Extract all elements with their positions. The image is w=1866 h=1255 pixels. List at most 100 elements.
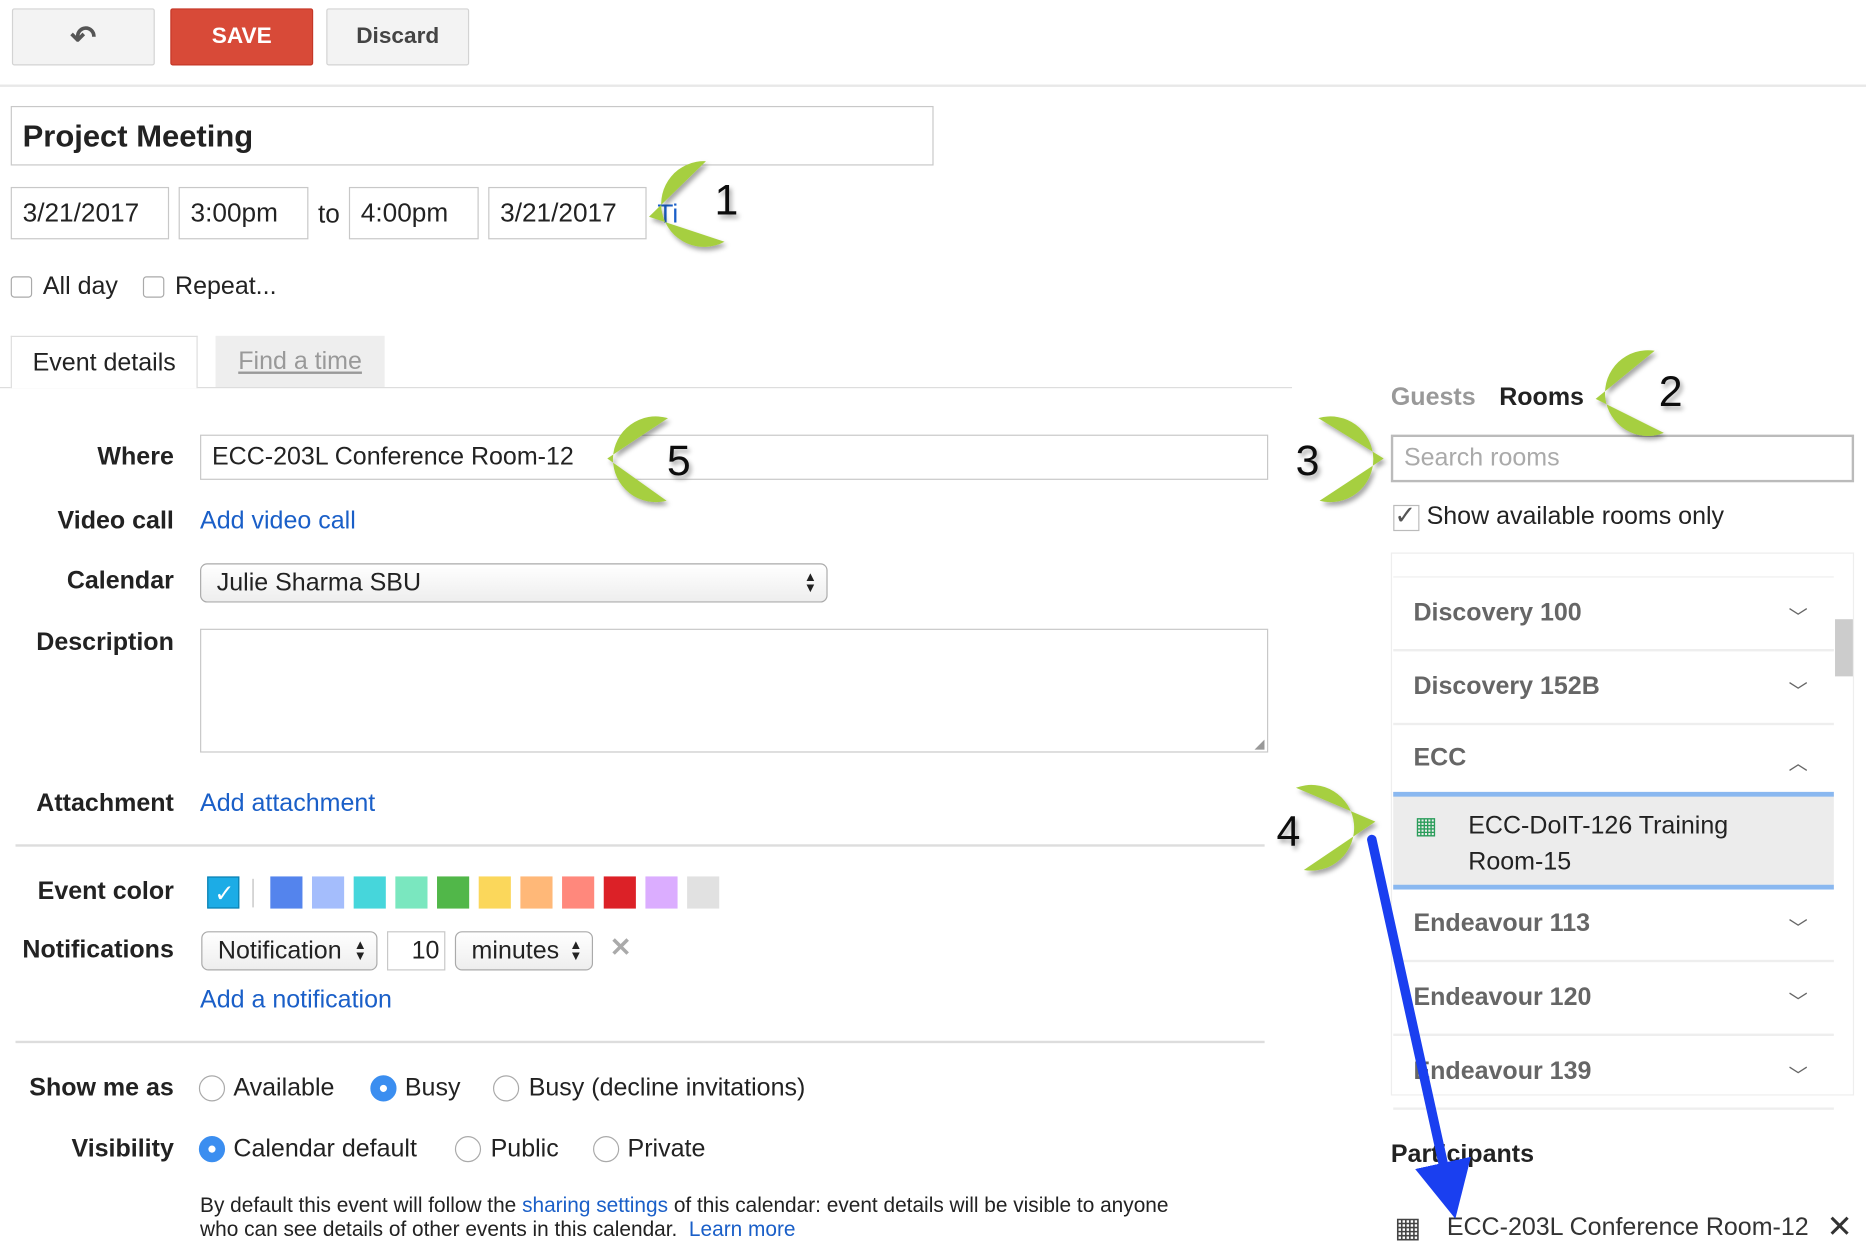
attachment-label: Attachment <box>36 789 174 817</box>
resize-handle-icon[interactable]: ◢ <box>1254 737 1265 752</box>
color-swatch[interactable] <box>520 876 553 909</box>
add-video-call-link[interactable]: Add video call <box>200 507 356 535</box>
radio-public[interactable] <box>454 1136 482 1163</box>
callout-3: 3 <box>1296 416 1384 503</box>
color-swatch[interactable] <box>437 876 470 909</box>
description-textarea[interactable]: ◢ <box>200 628 1269 753</box>
chevron-down-icon[interactable]: ﹀ <box>1788 608 1808 629</box>
notification-amount-input[interactable]: 10 <box>387 931 446 971</box>
callout-2: 2 <box>1595 350 1683 436</box>
chevron-down-icon[interactable]: ﹀ <box>1788 1066 1808 1088</box>
callout-4: 4 <box>1277 784 1376 871</box>
color-swatch[interactable] <box>687 876 720 909</box>
color-swatch-selected[interactable]: ✓ <box>207 876 240 909</box>
remove-participant-icon[interactable]: ✕ <box>1826 1208 1853 1245</box>
private-label: Private <box>627 1134 706 1163</box>
save-button[interactable]: SAVE <box>170 8 314 66</box>
radio-private[interactable] <box>593 1136 620 1163</box>
sharing-settings-link[interactable]: sharing settings <box>522 1193 669 1217</box>
room-group-name: Discovery 152B <box>1413 672 1600 701</box>
radio-busy[interactable] <box>370 1075 397 1102</box>
color-swatch[interactable] <box>645 876 678 909</box>
updown-icon: ▲▼ <box>569 937 583 963</box>
tab-guests[interactable]: Guests <box>1390 383 1476 411</box>
room-group[interactable]: Discovery 152B ﹀ <box>1393 651 1834 726</box>
calendar-label: Calendar <box>66 566 174 595</box>
chevron-down-icon[interactable]: ﹀ <box>1788 993 1808 1014</box>
note-text: By default this event will follow the <box>200 1193 523 1217</box>
rooms-list <box>1390 552 1855 1096</box>
divider <box>15 844 1265 847</box>
notification-type-select[interactable]: Notification▲▼ <box>201 931 378 971</box>
available-only-checkbox[interactable]: ✓ <box>1393 502 1420 532</box>
color-swatch[interactable] <box>603 876 636 909</box>
end-date-input[interactable]: 3/21/2017 <box>488 186 647 240</box>
chevron-down-icon[interactable]: ﹀ <box>1788 682 1808 703</box>
notification-unit-select[interactable]: minutes ▲▼ <box>454 931 594 971</box>
available-label: Available <box>233 1074 335 1102</box>
room-group[interactable]: Discovery 100 ﹀ <box>1393 578 1834 652</box>
radio-available[interactable] <box>198 1075 226 1102</box>
room-group[interactable]: Endeavour 113﹀ <box>1393 888 1834 963</box>
color-swatch[interactable] <box>478 876 511 909</box>
scrollbar-thumb[interactable] <box>1835 619 1853 677</box>
calendar-value: Julie Sharma SBU <box>216 568 422 596</box>
updown-icon: ▲▼ <box>803 569 817 595</box>
visibility-label: Visibility <box>71 1134 174 1163</box>
where-input[interactable]: ECC-203L Conference Room-12 <box>200 434 1269 480</box>
remove-notification-icon[interactable]: ✕ <box>609 932 632 963</box>
discard-button[interactable]: Discard <box>326 8 470 66</box>
color-swatch[interactable] <box>311 876 345 909</box>
note-text: of this calendar: event details will be … <box>668 1193 1169 1217</box>
room-group-name: Endeavour 120 <box>1413 983 1592 1011</box>
available-only-label: Show available rooms only <box>1426 502 1725 530</box>
updown-icon: ▲▼ <box>353 937 367 963</box>
color-swatch[interactable] <box>270 876 303 909</box>
all-day-checkbox[interactable] <box>10 276 33 298</box>
room-group[interactable]: ECC ︿ <box>1393 723 1834 797</box>
room-group[interactable]: Endeavour 120 ﹀ <box>1393 962 1834 1036</box>
event-color-label: Event color <box>37 877 174 906</box>
where-label: Where <box>97 442 174 471</box>
tab-find-a-time[interactable]: Find a time <box>215 335 385 388</box>
room-group-name: Discovery 100 <box>1413 598 1582 627</box>
divider <box>15 1040 1265 1044</box>
radio-busy-decline[interactable] <box>492 1075 520 1102</box>
room-group-name: Endeavour 139 <box>1413 1057 1592 1085</box>
tab-event-details[interactable]: Event details <box>10 335 198 389</box>
description-label: Description <box>36 628 174 657</box>
color-swatch[interactable] <box>395 876 428 909</box>
start-time-input[interactable]: 3:00pm <box>178 186 309 240</box>
notification-unit-value: minutes <box>471 936 560 964</box>
public-label: Public <box>490 1134 559 1163</box>
tab-rooms[interactable]: Rooms <box>1499 383 1584 411</box>
calendar-select[interactable]: Julie Sharma SBU ▲▼ <box>200 563 828 603</box>
search-rooms-input[interactable]: Search rooms <box>1390 434 1855 483</box>
add-notification-link[interactable]: Add a notification <box>200 985 392 1014</box>
event-title-input[interactable]: Project Meeting <box>10 105 934 166</box>
show-me-as-label: Show me as <box>29 1074 174 1102</box>
learn-more-link[interactable]: Learn more <box>688 1216 796 1241</box>
repeat-checkbox[interactable] <box>142 276 165 298</box>
callout-bubble <box>1595 350 1664 436</box>
add-attachment-link[interactable]: Add attachment <box>200 789 376 817</box>
callout-5: 5 <box>607 416 691 503</box>
callout-bubble <box>1318 416 1384 503</box>
chevron-up-icon[interactable]: ︿ <box>1788 753 1808 775</box>
start-date-input[interactable]: 3/21/2017 <box>10 186 170 240</box>
callout-bubble <box>1295 784 1376 871</box>
chevron-down-icon[interactable]: ﹀ <box>1788 919 1808 940</box>
color-swatch[interactable] <box>562 876 595 909</box>
color-swatch[interactable] <box>353 876 386 909</box>
callout-number: 4 <box>1277 807 1301 855</box>
room-group[interactable]: Endeavour 139 ﹀ <box>1393 1036 1834 1110</box>
back-button[interactable]: ↶ <box>11 8 155 66</box>
building-icon: ▦ <box>1414 813 1438 840</box>
room-group-name: ECC <box>1413 744 1467 772</box>
end-time-input[interactable]: 4:00pm <box>348 186 479 240</box>
radio-calendar-default[interactable] <box>198 1136 226 1163</box>
callout-bubble <box>607 416 668 503</box>
callout-bubble <box>648 161 725 247</box>
